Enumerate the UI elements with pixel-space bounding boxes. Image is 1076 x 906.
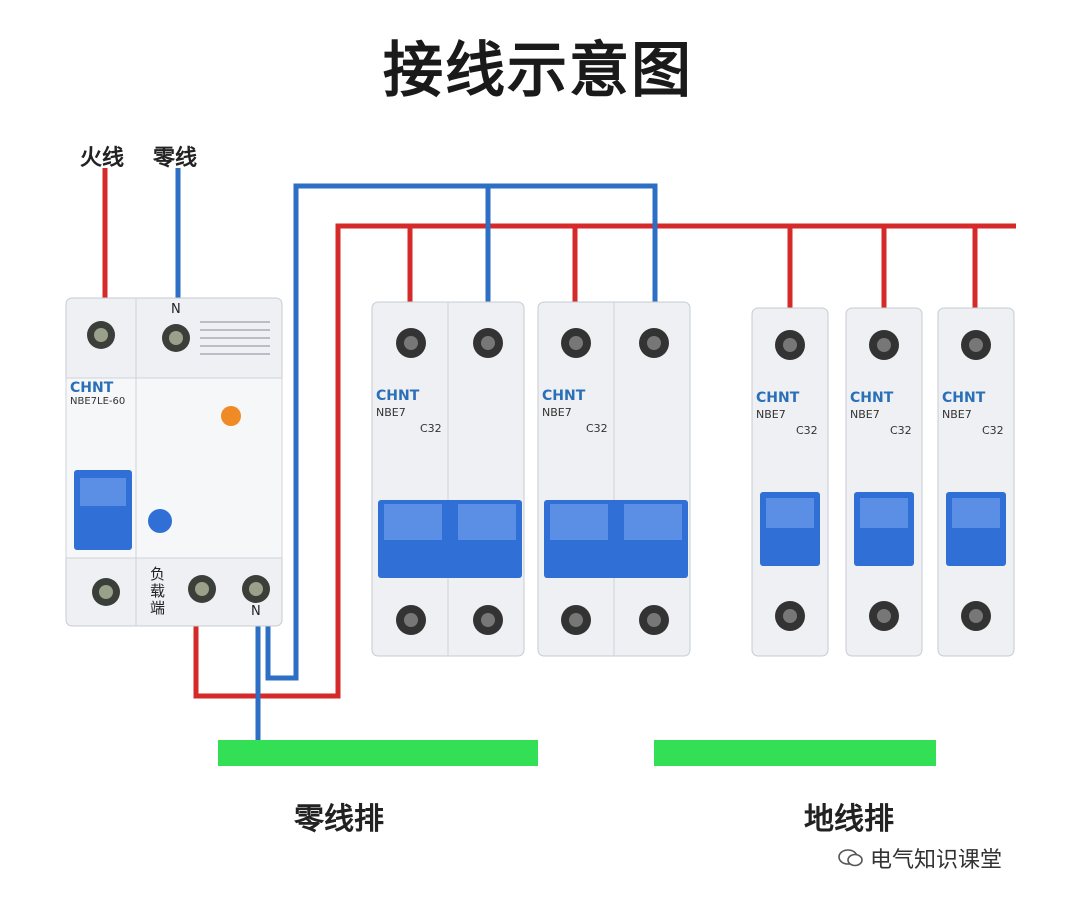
live-wire-label: 火线: [80, 146, 125, 171]
single-3-brand: CHNT: [942, 390, 986, 406]
double-1-model: NBE7: [376, 406, 406, 419]
load-side-label: 负载端: [150, 565, 166, 617]
neutral-bar: [218, 740, 538, 766]
double-2-brand: CHNT: [542, 388, 586, 404]
live-wires: [102, 168, 1016, 699]
single-3-model: NBE7: [942, 408, 972, 421]
rcd-brand: CHNT: [70, 380, 114, 396]
double-breaker-2: [537, 301, 691, 657]
double-1-brand: CHNT: [376, 388, 420, 404]
ground-bar: [654, 740, 936, 766]
neutral-terminal-label: N: [171, 302, 181, 317]
watermark-text: 电气知识课堂: [870, 848, 1003, 873]
neutral-terminal-bottom-label: N: [251, 604, 261, 619]
double-2-rating: C32: [586, 422, 608, 435]
double-breaker-1: [371, 301, 525, 657]
single-2-brand: CHNT: [850, 390, 894, 406]
rcd-model: NBE7LE-60: [70, 396, 126, 407]
single-breaker-1: [751, 307, 829, 657]
watermark: 电气知识课堂: [838, 842, 1002, 874]
neutral-wire-label: 零线: [153, 146, 198, 171]
single-breaker-3: [937, 307, 1015, 657]
neutral-wires: [175, 168, 658, 740]
single-2-model: NBE7: [850, 408, 880, 421]
double-2-model: NBE7: [542, 406, 572, 419]
rcd-breaker: [65, 297, 283, 627]
neutral-bar-label: 零线排: [294, 802, 384, 837]
wechat-icon: [838, 849, 863, 867]
single-breaker-2: [845, 307, 923, 657]
single-1-model: NBE7: [756, 408, 786, 421]
single-3-rating: C32: [982, 424, 1004, 437]
ground-bar-label: 地线排: [804, 802, 894, 837]
single-1-rating: C32: [796, 424, 818, 437]
single-1-brand: CHNT: [756, 390, 800, 406]
diagram-title: 接线示意图: [383, 36, 693, 106]
double-1-rating: C32: [420, 422, 442, 435]
single-2-rating: C32: [890, 424, 912, 437]
